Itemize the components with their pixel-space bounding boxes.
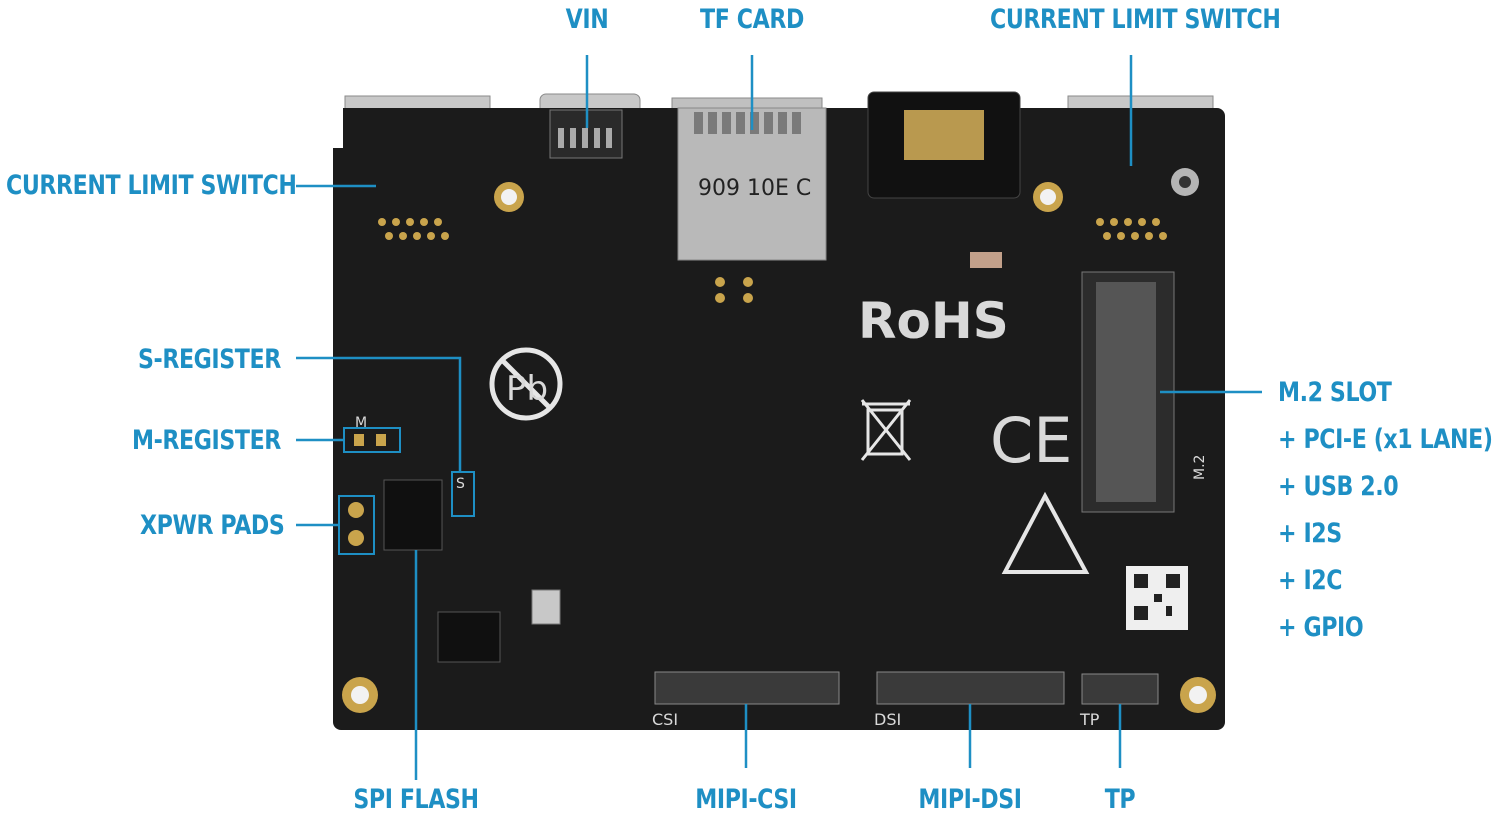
- ce-mark-icon: CE: [990, 404, 1072, 477]
- label-tp: TP: [1104, 784, 1136, 815]
- weee-bin-icon: [860, 399, 912, 461]
- label-xpwr-pads: XPWR PADS: [140, 510, 285, 541]
- pb-free-icon: Pb: [489, 347, 563, 421]
- ic-chip: [437, 611, 501, 663]
- dsi-silk: DSI: [874, 710, 901, 729]
- label-spi-flash: SPI FLASH: [353, 784, 479, 815]
- qr-code-icon: [1126, 566, 1188, 630]
- tp-silk: TP: [1079, 710, 1100, 729]
- board-notch: [333, 108, 343, 148]
- m2-silk: M.2: [1192, 455, 1208, 480]
- label-mipi-dsi: MIPI-DSI: [918, 784, 1022, 815]
- rohs-mark: RoHS: [858, 292, 1009, 350]
- m2-slot-inner: [1096, 282, 1156, 502]
- label-mipi-csi: MIPI-CSI: [695, 784, 797, 815]
- pad-grid: [378, 218, 1167, 303]
- rj45-contacts: [904, 110, 984, 160]
- label-m2-feature-gpio: + GPIO: [1278, 612, 1364, 643]
- label-m2-slot: M.2 SLOT: [1278, 377, 1392, 408]
- label-m2-feature-usb: + USB 2.0: [1278, 471, 1399, 502]
- dsi-connector: [876, 671, 1065, 705]
- capacitor: [970, 252, 1002, 268]
- label-tf-card: TF CARD: [700, 4, 804, 35]
- mounting-holes: [342, 168, 1216, 713]
- label-vin: VIN: [565, 4, 609, 35]
- vin-pins: [558, 128, 612, 148]
- tp-connector: [1081, 673, 1159, 705]
- leader-lines: [296, 55, 1262, 780]
- triangle-logo-icon: [1001, 491, 1090, 574]
- label-m2-feature-pcie: + PCI-E (x1 LANE): [1278, 424, 1493, 455]
- label-m2-feature-i2c: + I2C: [1278, 565, 1343, 596]
- leader-s-register: [296, 356, 462, 472]
- label-current-limit-top: CURRENT LIMIT SWITCH: [990, 4, 1281, 35]
- spi-flash-chip: [383, 479, 443, 551]
- csi-silk: CSI: [652, 710, 678, 729]
- tf-card-code: 909 10E C: [698, 176, 811, 201]
- crystal: [531, 589, 561, 625]
- tf-card-pins: [694, 112, 801, 134]
- s-silk: S: [456, 476, 465, 492]
- label-m-register: M-REGISTER: [132, 425, 281, 456]
- pb-mark: Pb: [506, 369, 548, 409]
- csi-connector: [654, 671, 840, 705]
- label-s-register: S-REGISTER: [138, 344, 281, 375]
- label-current-limit-left: CURRENT LIMIT SWITCH: [6, 170, 297, 201]
- s-register-box: [451, 471, 475, 517]
- label-m2-feature-i2s: + I2S: [1278, 518, 1342, 549]
